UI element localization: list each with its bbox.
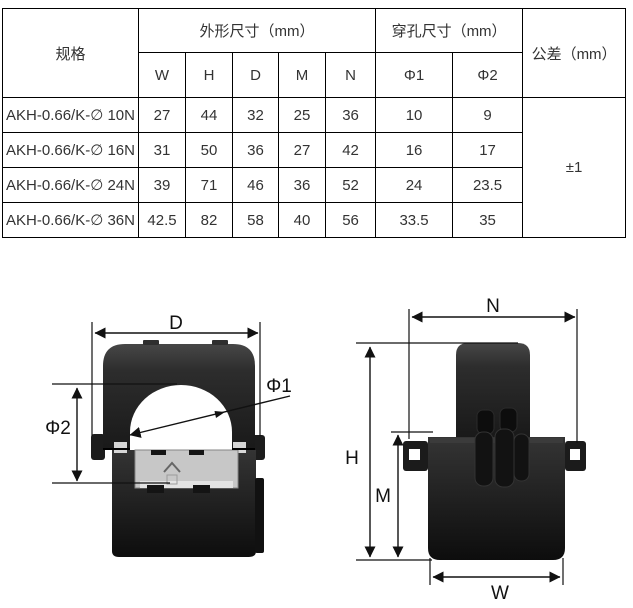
dim-n-label: N — [486, 296, 500, 317]
header-m: M — [278, 52, 326, 98]
header-n: N — [324, 52, 377, 98]
side-hinge-knuckle — [476, 409, 495, 435]
front-base-side-tab — [255, 478, 264, 553]
side-hinge-strap — [513, 433, 530, 482]
value-cell: 10 — [375, 97, 454, 133]
value-cell: 25 — [278, 97, 326, 133]
header-phi2: Φ2 — [452, 52, 524, 98]
side-right-tab-hole — [570, 449, 580, 460]
dim-w-label: W — [491, 583, 509, 604]
value-cell: 50 — [185, 132, 233, 168]
value-cell: 52 — [324, 167, 377, 203]
spec-name-cell: AKH-0.66/K-∅ 16N — [2, 132, 139, 168]
front-mold-bump — [143, 340, 159, 345]
front-recess-slot — [151, 450, 166, 455]
side-hinge-strap — [474, 431, 494, 487]
front-recess-strip — [140, 481, 233, 488]
table-row: AKH-0.66/K-∅ 24N 39 71 46 36 52 24 23.5 — [2, 167, 626, 203]
front-left-latch — [91, 434, 105, 460]
value-cell: 58 — [232, 202, 279, 238]
header-tolerance: 公差（mm） — [522, 8, 627, 98]
front-recess-tab — [193, 485, 210, 493]
value-cell: 31 — [138, 132, 186, 168]
side-left-tab-hole — [409, 449, 420, 460]
value-cell: 16 — [375, 132, 454, 168]
value-cell: 71 — [185, 167, 233, 203]
value-cell: 56 — [324, 202, 377, 238]
front-emboss-box — [166, 474, 178, 485]
value-cell: 82 — [185, 202, 233, 238]
header-outer-dims: 外形尺寸（mm） — [137, 8, 377, 53]
header-spec: 规格 — [2, 8, 139, 98]
side-base — [428, 437, 565, 560]
dim-d-label: D — [169, 313, 183, 334]
value-cell: 23.5 — [452, 167, 524, 203]
side-hinge-strap — [494, 428, 515, 488]
table-row: AKH-0.66/K-∅ 36N 42.5 82 58 40 56 33.5 3… — [2, 202, 626, 238]
value-cell: 35 — [452, 202, 524, 238]
header-phi1: Φ1 — [375, 52, 454, 98]
value-cell: 17 — [452, 132, 524, 168]
front-arrow-emboss — [163, 461, 181, 473]
dim-phi2-label: Φ2 — [45, 418, 71, 439]
spec-name-cell: AKH-0.66/K-∅ 10N — [2, 97, 139, 133]
value-cell: 24 — [375, 167, 454, 203]
value-cell: 40 — [278, 202, 326, 238]
dim-phi1-arrowhead — [214, 411, 225, 418]
value-cell: 9 — [452, 97, 524, 133]
value-cell: 39 — [138, 167, 186, 203]
value-cell: 44 — [185, 97, 233, 133]
front-recess-slot — [189, 450, 204, 455]
side-view-figure: N H M W — [345, 296, 586, 604]
table-header-row-1: 规格 外形尺寸（mm） 穿孔尺寸（mm） 公差（mm） — [2, 8, 627, 98]
dim-phi1-line — [129, 395, 291, 438]
value-cell: 33.5 — [375, 202, 454, 238]
table-row: AKH-0.66/K-∅ 10N 27 44 32 25 36 10 9 ±1 — [2, 97, 627, 238]
dimension-diagrams: D Φ1 Φ2 — [45, 296, 586, 604]
spec-table: 规格 外形尺寸（mm） 穿孔尺寸（mm） 公差（mm） W H D M N Φ1… — [2, 8, 627, 238]
front-seam-notch — [233, 442, 246, 453]
front-view-figure: D Φ1 Φ2 — [45, 313, 292, 557]
value-cell: 27 — [278, 132, 326, 168]
table-row: AKH-0.66/K-∅ 16N 31 50 36 27 42 16 17 — [2, 132, 626, 168]
header-h: H — [185, 52, 233, 98]
header-hole-dims: 穿孔尺寸（mm） — [375, 8, 524, 53]
front-seam-notch — [114, 442, 127, 453]
dim-phi1-label: Φ1 — [266, 376, 292, 397]
front-recess-tab — [147, 485, 164, 493]
value-cell: 32 — [232, 97, 279, 133]
value-cell: 27 — [138, 97, 186, 133]
dim-m-label: M — [375, 486, 391, 507]
dim-h-label: H — [345, 448, 359, 469]
header-w: W — [138, 52, 186, 98]
value-cell: 36 — [278, 167, 326, 203]
value-cell: 36 — [324, 97, 377, 133]
front-mold-bump — [212, 340, 228, 345]
table-header-row-2: W H D M N Φ1 Φ2 — [3, 52, 626, 98]
spec-name-cell: AKH-0.66/K-∅ 24N — [2, 167, 139, 203]
value-cell: 42.5 — [138, 202, 186, 238]
value-cell: 36 — [232, 132, 279, 168]
tolerance-value-cell: ±1 — [522, 97, 627, 238]
header-d: D — [232, 52, 279, 98]
front-opening — [130, 385, 232, 450]
spec-name-cell: AKH-0.66/K-∅ 36N — [2, 202, 139, 238]
value-cell: 42 — [324, 132, 377, 168]
side-hinge-knuckle — [499, 407, 518, 433]
value-cell: 46 — [232, 167, 279, 203]
